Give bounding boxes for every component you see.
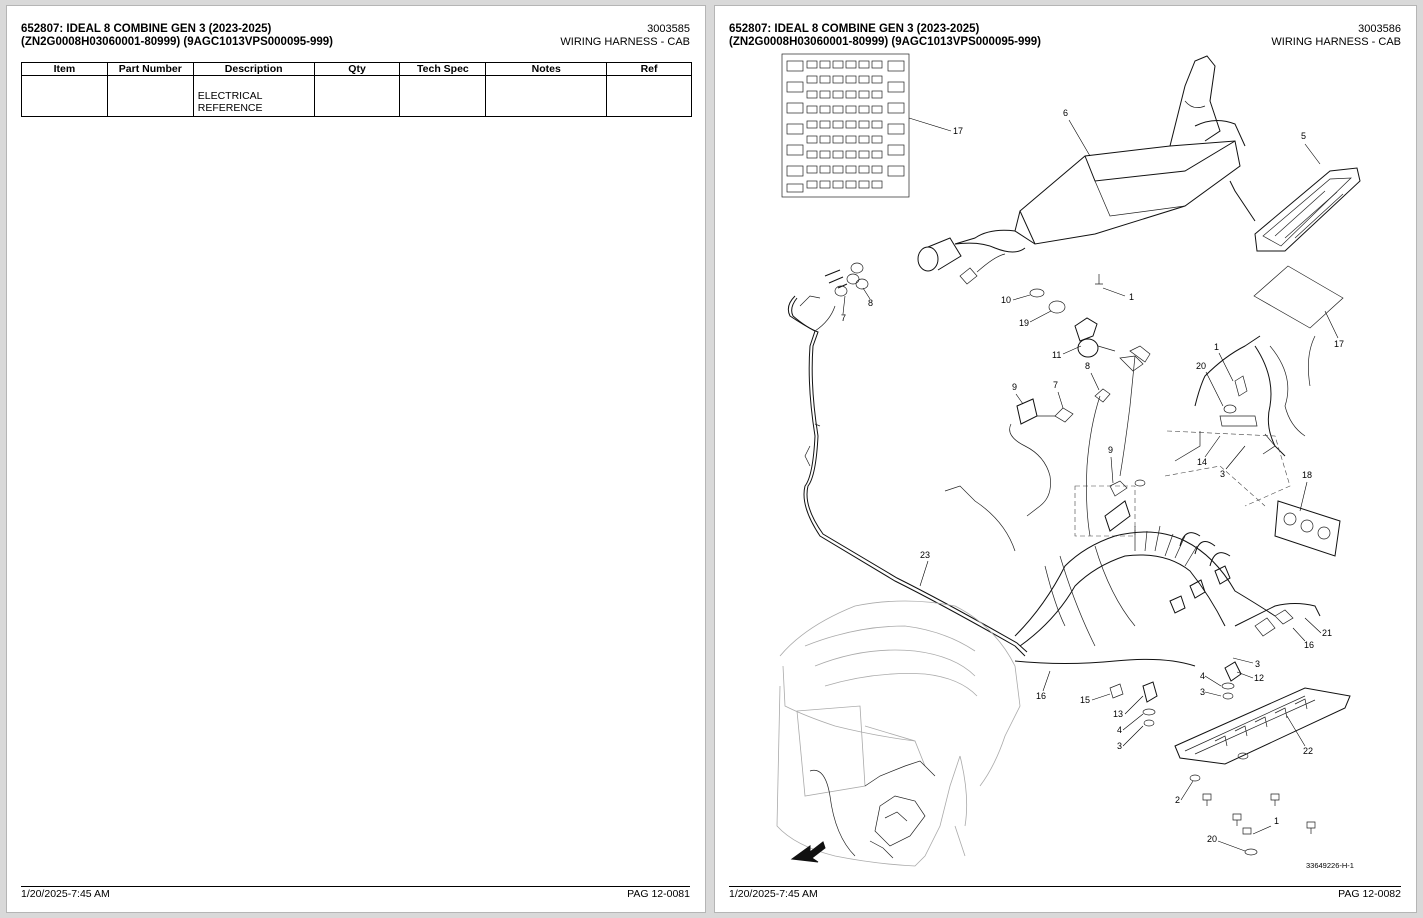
callout-7-b: 7 <box>1053 380 1058 390</box>
callout-1-c: 1 <box>1274 816 1279 826</box>
key-switch-illustration <box>1029 288 1144 372</box>
callout-18: 18 <box>1302 470 1312 480</box>
footer-page-number: PAG 12-0081 <box>627 888 690 900</box>
parts-table: Item Part Number Description Qty Tech Sp… <box>21 62 692 117</box>
callout-8-b: 8 <box>1085 361 1090 371</box>
callout-4-b: 4 <box>1117 725 1122 735</box>
col-header-part-number: Part Number <box>106 62 194 76</box>
callout-9-b: 9 <box>1108 445 1113 455</box>
callout-3-c: 3 <box>1200 687 1205 697</box>
callout-14: 14 <box>1197 457 1207 467</box>
page-header-title-right: 652807: IDEAL 8 COMBINE GEN 3 (2023-2025… <box>729 23 1041 49</box>
footer-date-right: 1/20/2025-7:45 AM <box>729 888 818 900</box>
callout-15: 15 <box>1080 695 1090 705</box>
cab-illustration <box>776 600 1021 867</box>
doc-number: 3003585 <box>647 23 690 35</box>
section-title-right: WIRING HARNESS - CAB <box>1271 35 1401 48</box>
footer-page-number-right: PAG 12-0082 <box>1338 888 1401 900</box>
callout-5: 5 <box>1301 131 1306 141</box>
callout-1-a: 1 <box>1129 292 1134 302</box>
col-header-item: Item <box>21 62 108 76</box>
doc-number-right: 3003586 <box>1358 23 1401 35</box>
callout-21: 21 <box>1322 628 1332 638</box>
serial-range-right: (ZN2G0008H03060001-80999) (9AGC1013VPS00… <box>729 36 1041 48</box>
bracket-detail-illustration <box>1164 335 1316 507</box>
callout-3-a: 3 <box>1220 469 1225 479</box>
mounting-bracket-illustration <box>1174 687 1351 782</box>
center-connectors-illustration <box>944 388 1146 552</box>
callout-17-a: 17 <box>953 126 963 136</box>
table-row: ELECTRICAL REFERENCE <box>21 75 692 117</box>
callout-22: 22 <box>1303 746 1313 756</box>
footer-date: 1/20/2025-7:45 AM <box>21 888 110 900</box>
callout-23: 23 <box>920 550 930 560</box>
armrest-console-illustration: 1 <box>917 55 1246 302</box>
callout-11: 11 <box>1052 350 1061 360</box>
callout-20-b: 20 <box>1207 834 1217 844</box>
callout-1-b: 1 <box>1214 342 1219 352</box>
callout-2: 2 <box>1175 795 1180 805</box>
callout-3-d: 3 <box>1117 741 1122 751</box>
cell-part-number <box>106 75 194 117</box>
section-title: WIRING HARNESS - CAB <box>560 35 690 48</box>
footer-divider <box>21 886 690 887</box>
callout-16-b: 16 <box>1304 640 1314 650</box>
cell-ref <box>606 75 692 117</box>
callout-7-a: 7 <box>841 313 846 323</box>
callout-17-b: 17 <box>1334 339 1344 349</box>
footer-divider-right <box>729 886 1401 887</box>
col-header-description: Description <box>192 62 315 76</box>
label-plate-illustration <box>1253 265 1344 329</box>
callout-16-a: 16 <box>1036 691 1046 701</box>
left-page: 652807: IDEAL 8 COMBINE GEN 3 (2023-2025… <box>6 5 706 913</box>
decal-sheet-illustration <box>781 53 910 198</box>
main-harness-illustration <box>1014 345 1321 667</box>
cell-description: ELECTRICAL REFERENCE <box>192 75 315 117</box>
right-page: 1 5 6 17 17 10 19 <box>714 5 1417 913</box>
left-harness-illustration <box>787 262 1028 657</box>
callout-3-b: 3 <box>1255 659 1260 669</box>
cell-notes <box>485 75 608 117</box>
page-header-ref-right: 3003586 WIRING HARNESS - CAB <box>1271 23 1401 48</box>
col-header-qty: Qty <box>313 62 401 76</box>
model-title: 652807: IDEAL 8 COMBINE GEN 3 (2023-2025… <box>21 23 272 35</box>
plug-plate-illustration <box>1274 500 1341 557</box>
drawing-id: 33649226-H-1 <box>1306 861 1354 870</box>
callout-13: 13 <box>1113 709 1123 719</box>
callout-12: 12 <box>1254 673 1264 683</box>
page-header-title: 652807: IDEAL 8 COMBINE GEN 3 (2023-2025… <box>21 23 333 49</box>
wiring-harness-diagram: 1 5 6 17 17 10 19 <box>776 53 1361 870</box>
page-header-ref: 3003585 WIRING HARNESS - CAB <box>560 23 690 48</box>
col-header-tech-spec: Tech Spec <box>399 62 487 76</box>
callout-6: 6 <box>1063 108 1068 118</box>
col-header-notes: Notes <box>485 62 608 76</box>
table-header-row: Item Part Number Description Qty Tech Sp… <box>21 62 692 76</box>
cell-tech-spec <box>399 75 487 117</box>
bolts-illustration <box>1202 793 1316 856</box>
callout-20-a: 20 <box>1196 361 1206 371</box>
cell-qty <box>313 75 401 117</box>
serial-range: (ZN2G0008H03060001-80999) (9AGC1013VPS00… <box>21 36 333 48</box>
display-monitor-illustration <box>1229 167 1361 252</box>
callout-10: 10 <box>1001 295 1011 305</box>
callout-19: 19 <box>1019 318 1029 328</box>
cell-item <box>21 75 108 117</box>
callout-4-a: 4 <box>1200 671 1205 681</box>
callout-8-a: 8 <box>868 298 873 308</box>
callout-9-a: 9 <box>1012 382 1017 392</box>
mount-hardware-illustration <box>1109 661 1242 727</box>
col-header-ref: Ref <box>606 62 692 76</box>
model-title-right: 652807: IDEAL 8 COMBINE GEN 3 (2023-2025… <box>729 23 980 35</box>
